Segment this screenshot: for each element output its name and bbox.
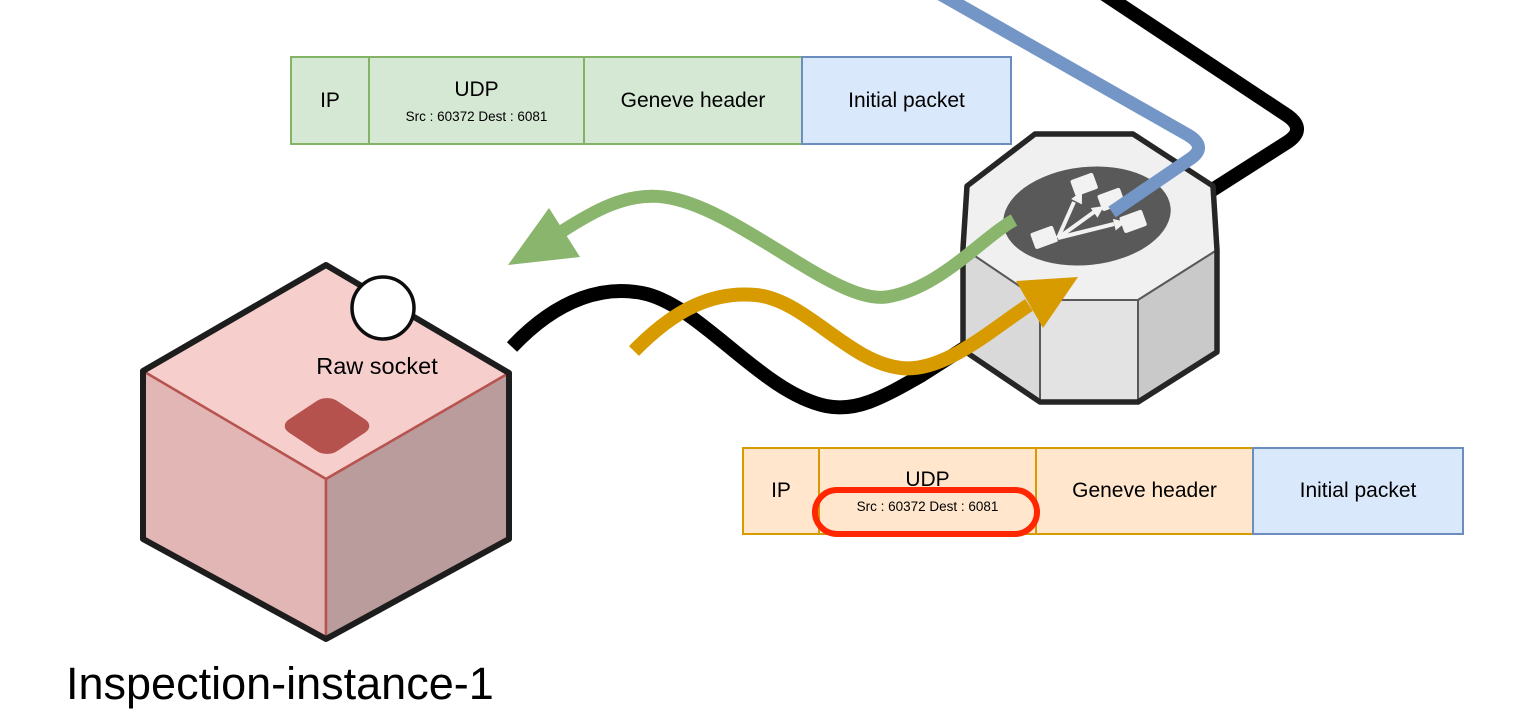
load-balancer-icon	[1003, 166, 1171, 266]
load-balancer-icon-glyph	[1030, 172, 1147, 249]
packet-cell-udp: UDP Src : 60372 Dest : 6081	[368, 56, 585, 145]
packet-cell-initial-packet: Initial packet	[1252, 447, 1464, 535]
packet-cell-udp: UDP Src : 60372 Dest : 6081	[818, 447, 1037, 535]
packet-cell-label: UDP	[454, 77, 499, 101]
packet-cell-geneve-header: Geneve header	[583, 56, 803, 145]
packet-cell-ip: IP	[742, 447, 820, 535]
packet-diagram-return: IP UDP Src : 60372 Dest : 6081 Geneve he…	[742, 447, 1464, 535]
packet-cell-label: IP	[771, 479, 791, 502]
orange-return-arrow	[628, 277, 1078, 376]
udp-ports-label: Src : 60372 Dest : 6081	[856, 499, 999, 514]
blue-initial-packet-arrow	[937, 0, 1205, 218]
packet-diagram-encapsulated: IP UDP Src : 60372 Dest : 6081 Geneve he…	[290, 56, 1012, 145]
orange-arrowhead	[1016, 277, 1078, 328]
octagon-outline	[960, 131, 1220, 405]
cube-port-diamond	[284, 398, 370, 454]
packet-cell-label: Geneve header	[620, 88, 766, 112]
black-wire-path	[506, 0, 1304, 415]
gateway-load-balancer-node	[960, 131, 1220, 405]
packet-cell-label: UDP	[905, 468, 950, 491]
cube-outline	[140, 262, 512, 642]
packet-cell-label: IP	[320, 88, 340, 112]
inspection-instance-cube: Raw socket	[140, 262, 512, 642]
instance-name-label: Inspection-instance-1	[66, 658, 494, 709]
packet-cell-label: Geneve header	[1072, 479, 1217, 502]
green-geneve-arrow	[508, 189, 1018, 304]
packet-cell-label: Initial packet	[848, 88, 965, 112]
green-arrowhead	[508, 208, 580, 265]
raw-socket-circle	[350, 275, 416, 341]
raw-socket-label: Raw socket	[316, 353, 438, 379]
packet-cell-geneve-header: Geneve header	[1035, 447, 1254, 535]
octagon-front-face	[1039, 299, 1139, 403]
udp-ports-label: Src : 60372 Dest : 6081	[405, 108, 548, 124]
packet-cell-initial-packet: Initial packet	[801, 56, 1012, 145]
packet-cell-label: Initial packet	[1299, 479, 1417, 502]
packet-cell-ip: IP	[290, 56, 370, 145]
